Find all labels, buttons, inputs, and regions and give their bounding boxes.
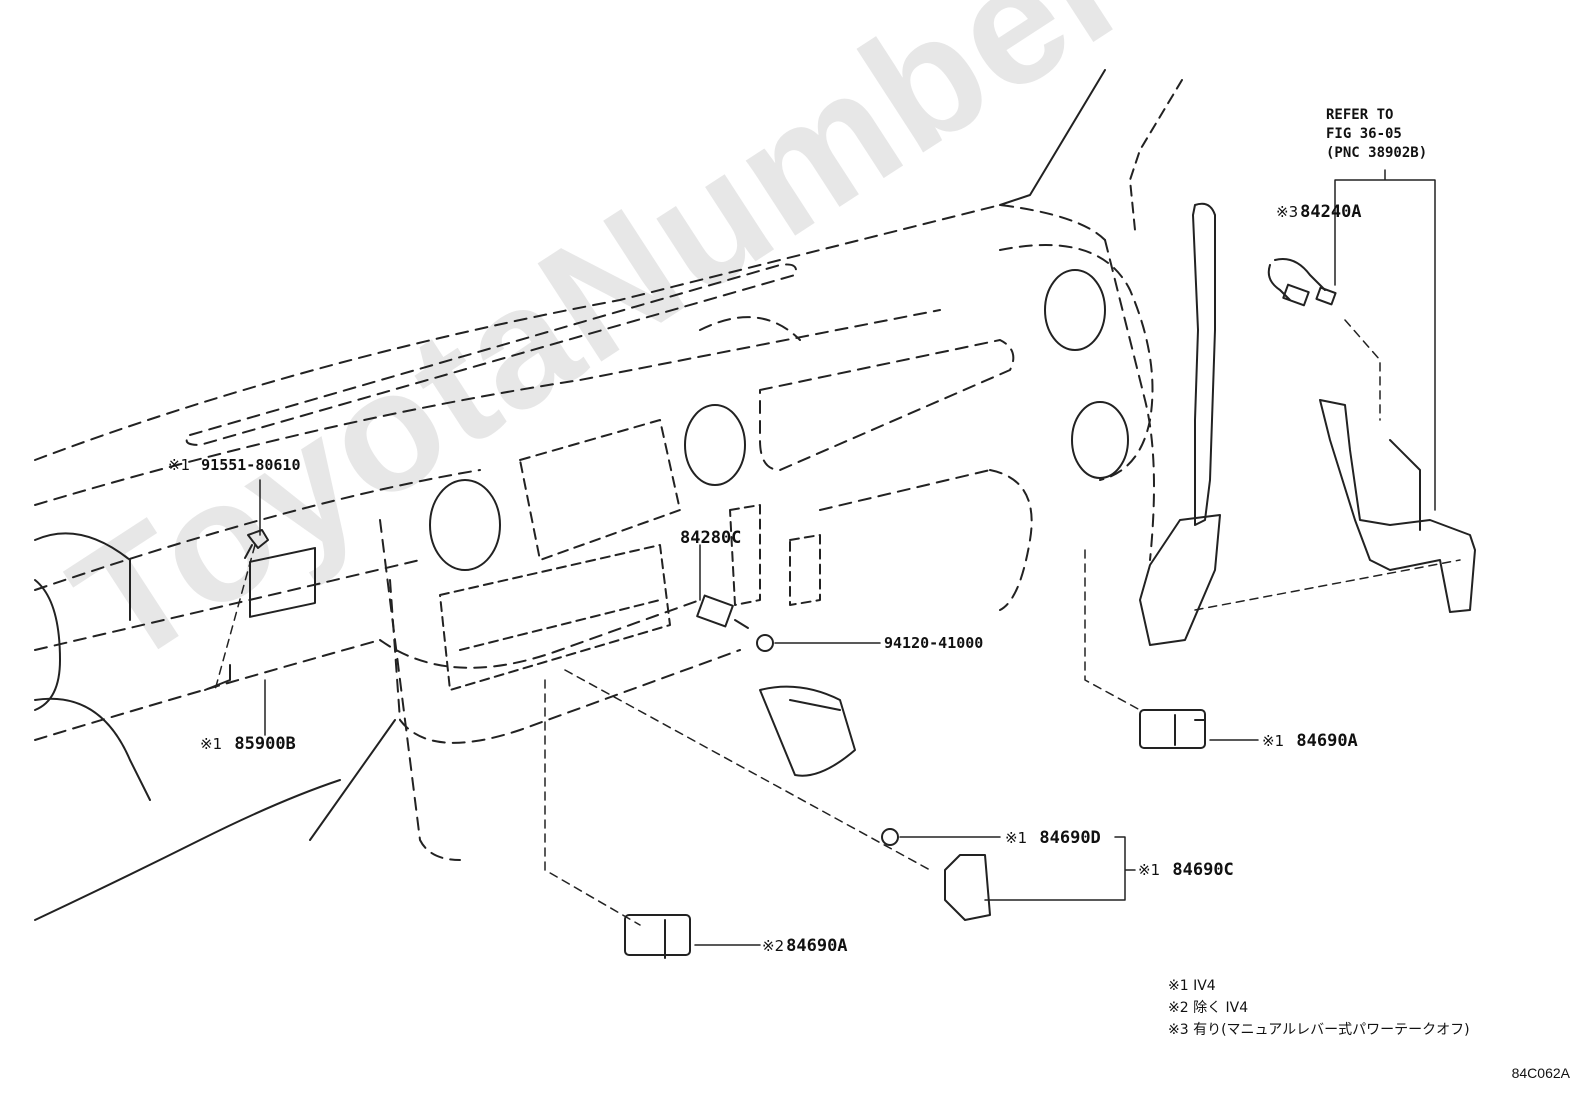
part-mark: ※1 — [1262, 732, 1285, 750]
refer-note: REFER TO FIG 36-05 (PNC 38902B) — [1326, 106, 1427, 163]
switch-panel — [439, 504, 821, 691]
windshield-pillar-dash — [1129, 79, 1183, 231]
part-label-84690d[interactable]: ※1 84690D — [1005, 830, 1101, 847]
part-number: 84280C — [680, 528, 742, 548]
part-number: 84690A — [786, 936, 848, 956]
part-number: 84690A — [1296, 731, 1358, 751]
small-parts — [204, 529, 1206, 959]
part-label-85900b[interactable]: ※1 85900B — [200, 736, 296, 753]
pto-bracket — [1319, 399, 1476, 613]
refer-line-2: FIG 36-05 — [1326, 126, 1402, 142]
footnote-1: ※1 IV4 — [1168, 978, 1216, 994]
part-label-84280c[interactable]: 84280C — [680, 530, 741, 547]
part-number: 85900B — [234, 734, 296, 754]
part-mark: ※1 — [1138, 861, 1161, 879]
part-number: 94120-41000 — [884, 634, 984, 652]
part-label-84690c[interactable]: ※1 84690C — [1138, 862, 1234, 879]
part-mark: ※1 — [200, 735, 223, 753]
pto-cable — [1267, 258, 1337, 307]
windshield-pillar — [999, 69, 1106, 206]
part-mark: ※2 — [762, 937, 785, 955]
dashboard-outline — [34, 204, 1155, 861]
panel-outline — [34, 532, 396, 921]
part-label-91551-80610[interactable]: ※1 91551-80610 — [168, 458, 301, 473]
diagram-code: 84C062A — [1511, 1065, 1570, 1081]
refer-line-3: (PNC 38902B) — [1326, 145, 1428, 161]
pedal — [759, 685, 856, 777]
footnotes: ※1 IV4 ※2 除く IV4 ※3 有り(マニュアルレバー式パワーテークオフ… — [1168, 975, 1470, 1041]
part-mark: ※1 — [1005, 829, 1028, 847]
footnote-3: ※3 有り(マニュアルレバー式パワーテークオフ) — [1168, 1022, 1470, 1038]
part-number: 84690C — [1172, 860, 1234, 880]
part-label-84690a-iv4[interactable]: ※1 84690A — [1262, 733, 1358, 750]
gauges — [429, 269, 1129, 571]
part-label-94120-41000[interactable]: 94120-41000 — [884, 636, 983, 651]
part-mark: ※1 — [168, 456, 191, 474]
part-mark: ※3 — [1276, 203, 1299, 221]
part-number: 84240A — [1300, 202, 1362, 222]
leader-lines — [214, 169, 1461, 946]
refer-line-1: REFER TO — [1326, 107, 1394, 123]
footnote-2: ※2 除く IV4 — [1168, 1000, 1249, 1016]
part-number: 84690D — [1039, 828, 1101, 848]
pto-lever — [1139, 202, 1221, 646]
part-number: 91551-80610 — [201, 456, 301, 474]
